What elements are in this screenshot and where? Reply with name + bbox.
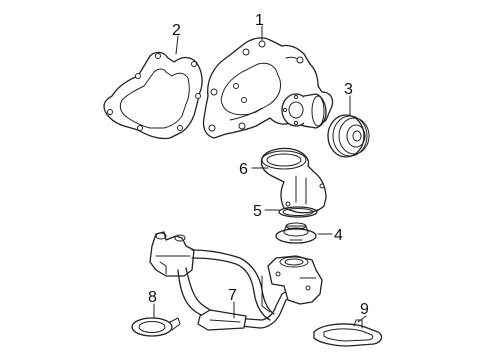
part-2-gasket (103, 51, 203, 140)
callout-9: 9 (360, 301, 369, 318)
leader-lines (153, 25, 367, 323)
callout-2: 2 (172, 22, 181, 39)
part-7-coolant-tube-assembly (149, 231, 323, 331)
part-9-gasket (313, 319, 383, 347)
callout-1: 1 (255, 12, 264, 29)
callout-6: 6 (239, 161, 248, 178)
part-6-thermostat-housing (260, 147, 327, 214)
callout-4: 4 (334, 227, 343, 244)
callout-7: 7 (228, 287, 237, 304)
callout-labels: 1 2 3 4 5 6 7 8 9 (148, 12, 369, 318)
callout-5: 5 (253, 203, 262, 220)
callout-3: 3 (344, 81, 353, 98)
part-8-gasket (131, 317, 181, 337)
callout-8: 8 (148, 289, 157, 306)
part-1-water-pump (202, 37, 334, 139)
part-4-thermostat (275, 222, 317, 244)
part-3-pulley (327, 114, 370, 158)
part-5-o-ring (278, 206, 318, 218)
